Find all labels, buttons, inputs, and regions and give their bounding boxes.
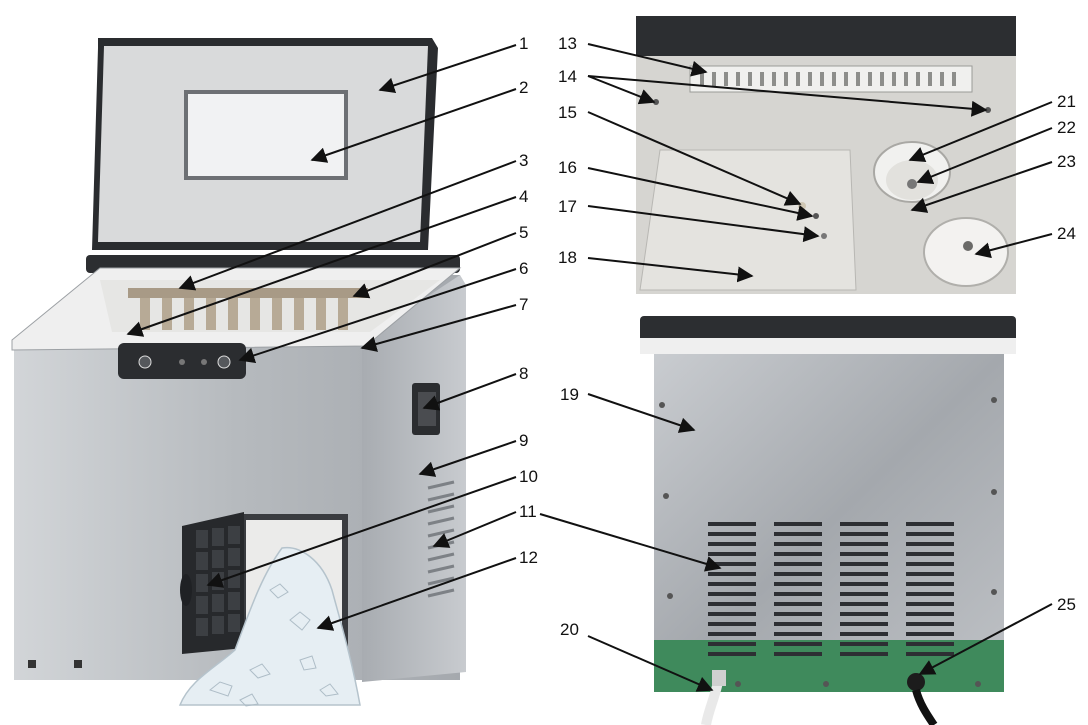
control-led-1 (179, 359, 185, 365)
control-led-2 (201, 359, 207, 365)
interior-top-edge (636, 16, 1016, 56)
callout-2: 2 (519, 78, 528, 97)
foot-left (28, 660, 36, 668)
callout-labels: 1 2 3 4 5 6 7 8 9 10 11 12 13 14 15 16 1… (519, 34, 1076, 639)
rear-view (640, 316, 1016, 725)
callout-arrows (126, 43, 1053, 692)
rear-top-cap (640, 316, 1016, 342)
callout-12: 12 (519, 548, 538, 567)
callout-17: 17 (558, 197, 577, 216)
rear-top-rim (640, 338, 1016, 354)
callout-14: 14 (558, 67, 577, 86)
callout-7: 7 (519, 295, 528, 314)
callout-6: 6 (519, 259, 528, 278)
callout-11: 11 (519, 502, 537, 521)
callout-15: 15 (558, 103, 577, 122)
callout-1: 1 (519, 34, 528, 53)
callout-25: 25 (1057, 595, 1076, 614)
power-cord-grommet (907, 673, 925, 691)
callout-3: 3 (519, 151, 528, 170)
filter-cap-hole (963, 241, 973, 251)
callout-19: 19 (560, 385, 579, 404)
callout-16: 16 (558, 158, 577, 177)
side-vents (427, 480, 455, 598)
callout-13: 13 (558, 34, 577, 53)
callout-23: 23 (1057, 152, 1076, 171)
reservoir (639, 149, 857, 291)
evaporator (128, 288, 368, 330)
sensor-16 (813, 213, 819, 219)
control-button-power[interactable] (138, 355, 152, 369)
interior-view (636, 16, 1016, 294)
control-button-select[interactable] (217, 355, 231, 369)
tray-slots (700, 72, 956, 86)
lid-window (184, 90, 348, 180)
handle-recess (418, 392, 436, 426)
callout-24: 24 (1057, 224, 1076, 243)
drain-plug (712, 670, 726, 686)
callout-10: 10 (519, 467, 538, 486)
ice-cubes (208, 583, 339, 707)
foot-right (74, 660, 82, 668)
rear-vents (708, 522, 954, 656)
rear-screws (659, 397, 997, 687)
power-cord (912, 688, 938, 725)
filter-cap[interactable] (923, 217, 1009, 287)
callout-9: 9 (519, 431, 528, 450)
callout-20: 20 (560, 620, 579, 639)
callout-5: 5 (519, 223, 528, 242)
sensor-17 (821, 233, 827, 239)
filter-post (907, 179, 917, 189)
callout-18: 18 (558, 248, 577, 267)
callout-8: 8 (519, 364, 528, 383)
callout-4: 4 (519, 187, 528, 206)
rear-green-base (654, 640, 1004, 692)
callout-21: 21 (1057, 92, 1076, 111)
door-handle-knob[interactable] (180, 574, 192, 606)
drain-hose (701, 680, 723, 725)
callout-22: 22 (1057, 118, 1076, 137)
main-front-view (11, 38, 466, 707)
